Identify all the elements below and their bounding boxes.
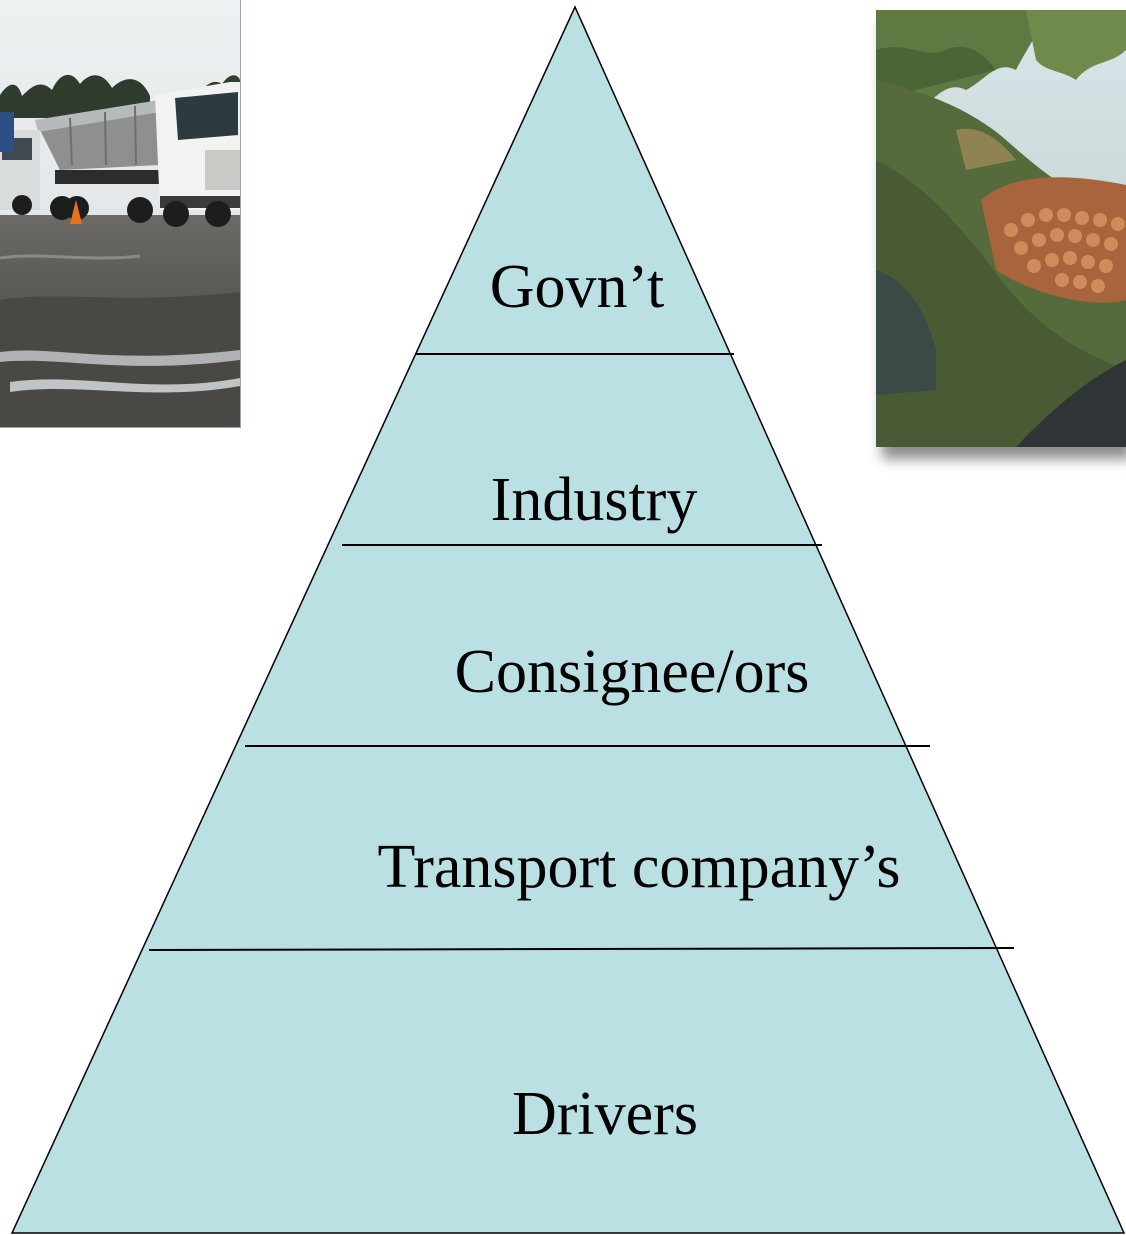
tier-label-drivers: Drivers xyxy=(512,1080,698,1148)
tier-label-consignee: Consignee/ors xyxy=(455,638,810,706)
tier-label-industry: Industry xyxy=(491,466,698,534)
tier-label-transport: Transport company’s xyxy=(378,833,901,901)
roadside-logs-photo xyxy=(876,10,1126,447)
tier-divider-4 xyxy=(148,947,1015,951)
truck-yard-photo xyxy=(0,0,241,428)
pyramid-outline xyxy=(10,5,1126,1234)
tier-label-govnt: Govn’t xyxy=(490,253,665,321)
